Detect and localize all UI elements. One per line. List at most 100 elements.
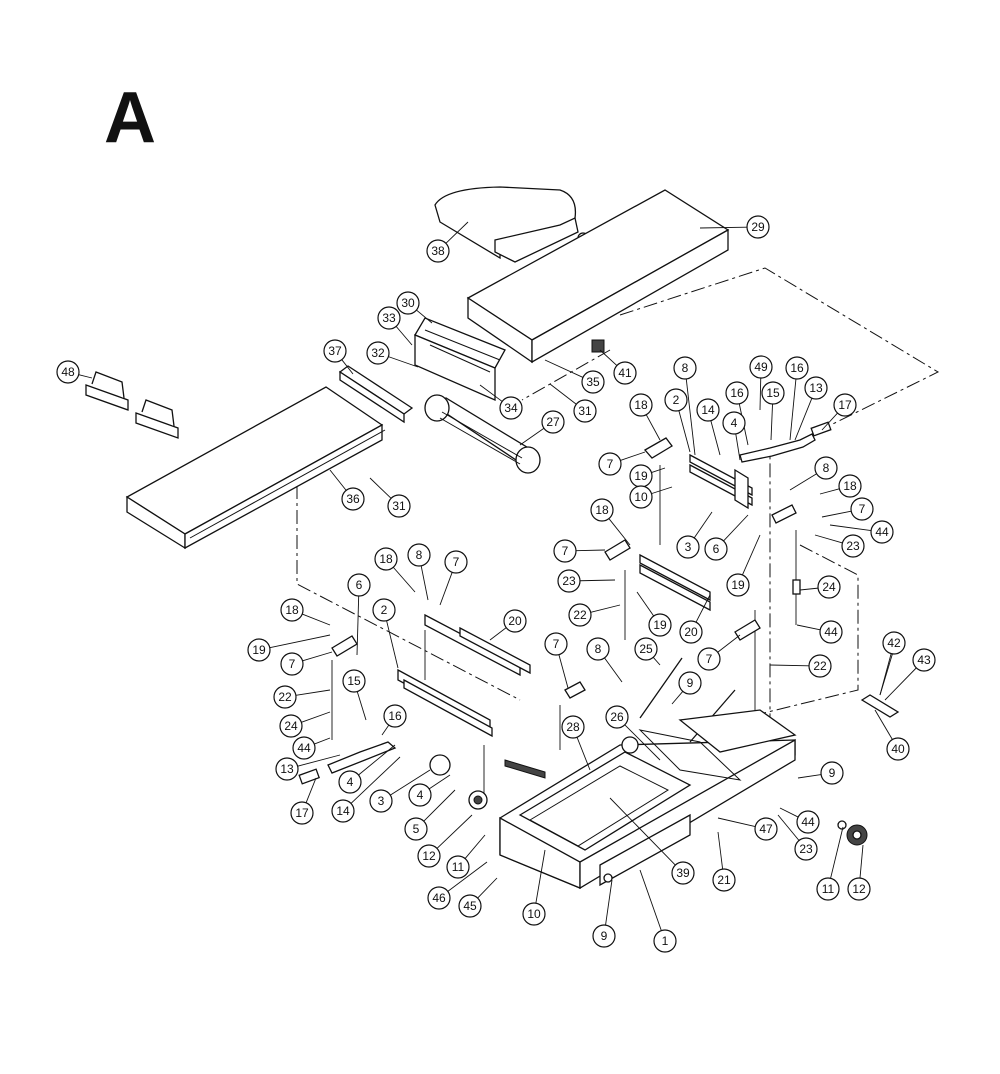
leader-line-p45 <box>477 877 498 899</box>
callout-circle <box>634 637 658 661</box>
callout-p8b: 8 <box>814 456 838 480</box>
part-28-chain <box>504 759 546 779</box>
leader-line-p9a <box>671 691 684 705</box>
callout-number: 44 <box>875 525 889 539</box>
leader-lines <box>78 221 917 931</box>
callout-number: 4 <box>731 416 738 430</box>
callout-p4b: 4 <box>338 770 362 794</box>
callout-circle <box>444 550 468 574</box>
leader-line-p3a <box>693 511 713 539</box>
callout-p42: 42 <box>882 631 906 655</box>
callout-p18b: 18 <box>838 474 862 498</box>
callout-number: 8 <box>595 642 602 656</box>
callout-circle <box>586 637 610 661</box>
callout-number: 20 <box>684 625 698 639</box>
callout-number: 1 <box>662 934 669 948</box>
callout-number: 10 <box>634 490 648 504</box>
callout-p44c: 44 <box>292 736 316 760</box>
callout-p21: 21 <box>712 868 736 892</box>
leader-line-p18c <box>608 518 631 546</box>
callout-circle <box>671 861 695 885</box>
callout-circle <box>794 837 818 861</box>
part-29-top-cover <box>466 189 730 364</box>
leader-line-p31b <box>369 477 392 499</box>
callout-circle <box>653 929 677 953</box>
callout-circle <box>749 355 773 379</box>
leader-line-p14b <box>350 756 401 804</box>
callout-circle <box>387 494 411 518</box>
callout-number: 6 <box>356 578 363 592</box>
callout-number: 38 <box>431 244 445 258</box>
callout-number: 19 <box>731 578 745 592</box>
callout-number: 7 <box>859 502 866 516</box>
leader-line-p22b <box>769 664 810 667</box>
callout-circle <box>541 410 565 434</box>
callout-circle <box>882 631 906 655</box>
callout-circle <box>247 638 271 662</box>
callout-circle <box>870 520 894 544</box>
callout-number: 2 <box>381 603 388 617</box>
page-title: A <box>104 78 156 158</box>
callout-circle <box>366 341 390 365</box>
callout-circle <box>341 487 365 511</box>
callout-circle <box>347 573 371 597</box>
leader-line-p10b <box>535 849 546 904</box>
callout-p19a: 19 <box>629 464 653 488</box>
leader-line-p38a <box>445 221 469 244</box>
callout-number: 22 <box>278 690 292 704</box>
callout-circle <box>568 603 592 627</box>
callout-circle <box>819 620 843 644</box>
leader-line-p30 <box>416 309 433 324</box>
callout-circle <box>833 393 857 417</box>
callout-p22a: 22 <box>568 603 592 627</box>
callout-number: 28 <box>566 720 580 734</box>
callout-number: 12 <box>422 849 436 863</box>
callout-p20a: 20 <box>679 620 703 644</box>
callout-circle <box>676 535 700 559</box>
callout-circle <box>561 715 585 739</box>
callout-number: 23 <box>799 842 813 856</box>
callout-circle <box>697 647 721 671</box>
leader-line-p5 <box>423 789 456 822</box>
leader-line-p24a <box>799 587 819 591</box>
callout-number: 8 <box>416 548 423 562</box>
leader-line-p31a <box>549 383 577 405</box>
callout-p44d: 44 <box>796 810 820 834</box>
part-27-cutterhead <box>424 394 541 474</box>
callout-circle <box>838 474 862 498</box>
callout-p29: 29 <box>746 215 770 239</box>
callout-p24b: 24 <box>279 714 303 738</box>
callout-circle <box>273 685 297 709</box>
leader-line-p7g <box>717 634 741 653</box>
leader-line-p18b <box>819 488 840 495</box>
callout-number: 10 <box>527 907 541 921</box>
callout-p9b: 9 <box>820 761 844 785</box>
callout-p12a: 12 <box>417 844 441 868</box>
leader-line-p4a <box>735 433 741 461</box>
callout-number: 23 <box>846 539 860 553</box>
leader-line-p16c <box>381 724 390 736</box>
callout-p19d: 19 <box>247 638 271 662</box>
leader-line-p44b <box>796 624 821 631</box>
callout-circle <box>817 575 841 599</box>
callout-p6b: 6 <box>347 573 371 597</box>
callout-p22c: 22 <box>273 685 297 709</box>
callout-p23b: 23 <box>557 569 581 593</box>
callout-circle <box>679 620 703 644</box>
callout-number: 15 <box>347 674 361 688</box>
callout-circle <box>754 817 778 841</box>
callout-number: 44 <box>824 625 838 639</box>
leader-line-p41 <box>599 349 618 366</box>
callout-number: 7 <box>562 544 569 558</box>
callout-number: 13 <box>809 381 823 395</box>
leader-line-p12b <box>859 844 864 879</box>
callout-circle <box>417 844 441 868</box>
leader-line-p4b <box>358 744 396 776</box>
callout-number: 48 <box>61 365 75 379</box>
leader-line-p27 <box>519 427 545 446</box>
callout-p48: 48 <box>56 360 80 384</box>
callout-p47: 47 <box>754 817 778 841</box>
callout-circle <box>746 215 770 239</box>
callout-p8c: 8 <box>407 543 431 567</box>
callout-p18a: 18 <box>629 393 653 417</box>
